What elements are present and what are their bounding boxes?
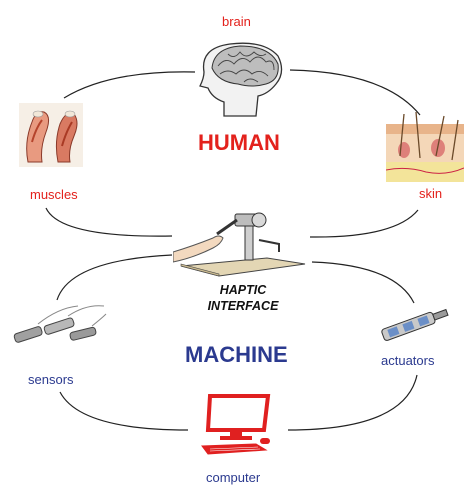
human-title: HUMAN	[198, 130, 280, 155]
skin-cross-section-icon	[386, 111, 464, 182]
connector-brain-skin	[289, 69, 421, 116]
sensors-icon	[13, 305, 107, 343]
haptic-interface-label: HAPTIC INTERFACE	[183, 282, 303, 314]
connector-muscles-haptic	[45, 207, 173, 237]
brain-label: brain	[222, 14, 251, 29]
connector-actuators-computer	[287, 374, 418, 431]
muscles-label: muscles	[30, 187, 78, 202]
connector-skin-haptic	[309, 209, 419, 238]
brain-head-icon	[199, 42, 283, 117]
connector-haptic-actuators	[311, 261, 415, 304]
haptic-device-icon	[173, 212, 306, 277]
computer-icon	[201, 394, 271, 455]
skin-label: skin	[419, 186, 443, 201]
machine-title: MACHINE	[185, 342, 288, 367]
haptic-line-2: INTERFACE	[207, 299, 279, 313]
connector-haptic-sensors	[56, 254, 173, 301]
sensors-label: sensors	[28, 372, 74, 387]
connector-brain-muscles	[63, 71, 196, 99]
haptic-line-1: HAPTIC	[219, 283, 267, 297]
actuators-label: actuators	[381, 353, 435, 368]
computer-label: computer	[206, 470, 261, 485]
connector-sensors-computer	[59, 391, 189, 431]
arm-muscles-icon	[19, 103, 83, 167]
actuator-icon	[381, 308, 449, 341]
